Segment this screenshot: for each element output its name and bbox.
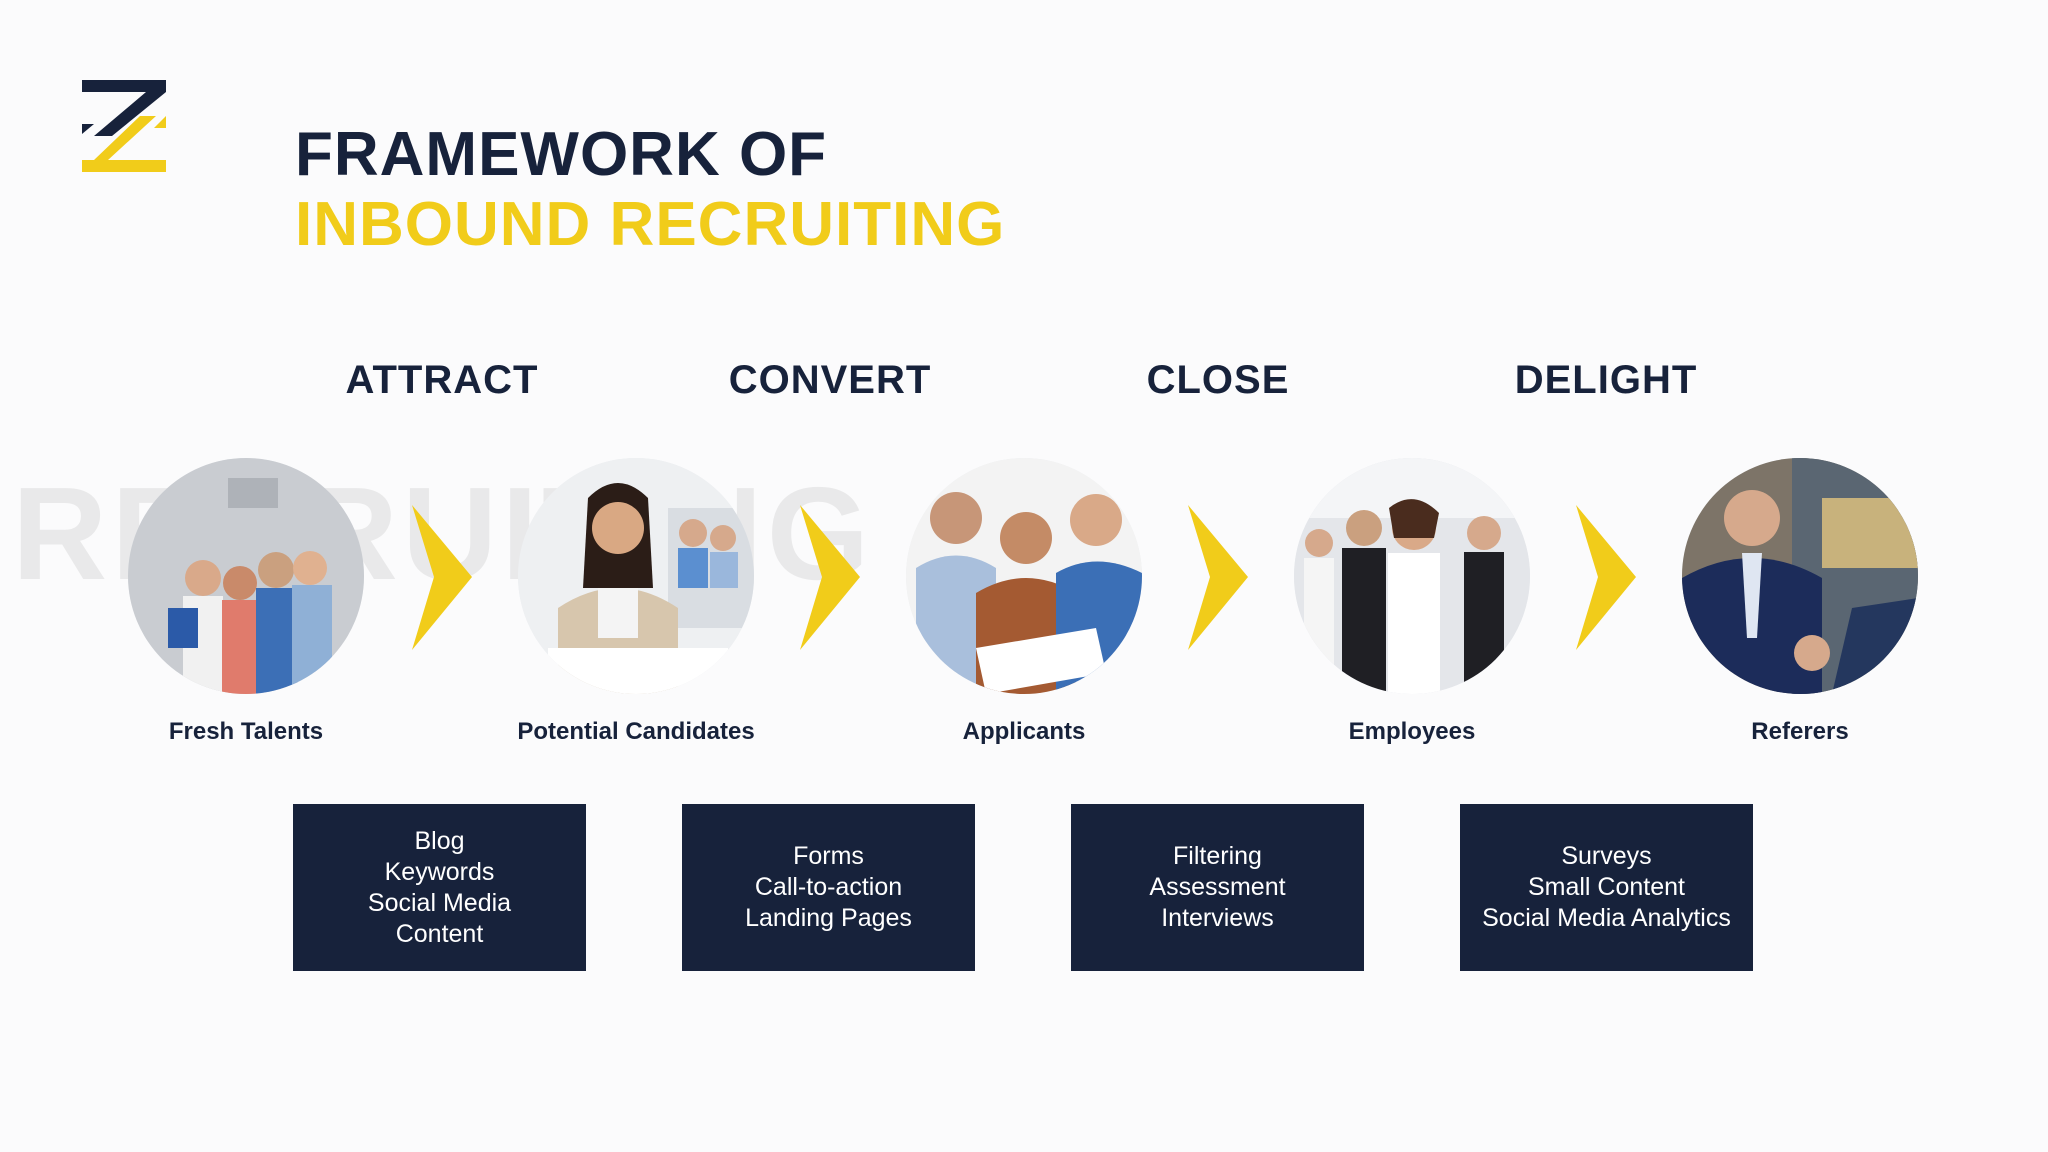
tactic-item: Landing Pages [745, 904, 912, 932]
tactic-item: Assessment [1149, 873, 1286, 901]
label-fresh-talents: Fresh Talents [168, 718, 324, 745]
tactic-item: Filtering [1173, 842, 1262, 870]
tactic-item: Surveys [1561, 842, 1652, 870]
tactic-item: Content [395, 919, 484, 948]
tactic-item: Blog [414, 826, 465, 855]
chevron-right-icon [1576, 505, 1636, 650]
stage-close: CLOSE [1146, 358, 1290, 402]
convert-tactics-box: Forms Call-to-action Landing Pages [682, 804, 975, 971]
tactic-item: Keywords [384, 857, 495, 886]
label-potential-candidates: Potential Candidates [517, 718, 755, 745]
tactic-item: Social Media Analytics [1482, 904, 1731, 932]
close-tactics-box: Filtering Assessment Interviews [1071, 804, 1364, 971]
delight-tactics-box: Surveys Small Content Social Media Analy… [1460, 804, 1753, 971]
referers-photo [1682, 458, 1918, 694]
applicants-photo [906, 458, 1142, 694]
chevron-right-icon [800, 505, 860, 650]
employees-photo [1294, 458, 1530, 694]
tactic-item: Forms [793, 842, 864, 870]
tactic-item: Interviews [1161, 904, 1274, 932]
label-referers: Referers [1751, 718, 1849, 745]
stage-delight: DELIGHT [1514, 358, 1698, 402]
potential-candidates-photo [518, 458, 754, 694]
title-line-2: INBOUND RECRUITING [295, 190, 1006, 259]
tactic-item: Social Media [367, 888, 512, 917]
label-employees: Employees [1348, 718, 1476, 745]
brand-logo [82, 80, 166, 172]
stage-convert: CONVERT [728, 358, 932, 402]
chevron-right-icon [412, 505, 472, 650]
fresh-talents-photo [128, 458, 364, 694]
title-line-1: FRAMEWORK OF [295, 120, 828, 189]
chevron-right-icon [1188, 505, 1248, 650]
tactic-item: Call-to-action [754, 873, 903, 901]
stage-attract: ATTRACT [345, 358, 539, 402]
label-applicants: Applicants [962, 718, 1086, 745]
page-title: FRAMEWORK OF INBOUND RECRUITING [295, 120, 1005, 260]
attract-tactics-box: Blog Keywords Social Media Content [293, 804, 586, 971]
tactic-item: Small Content [1527, 873, 1685, 901]
